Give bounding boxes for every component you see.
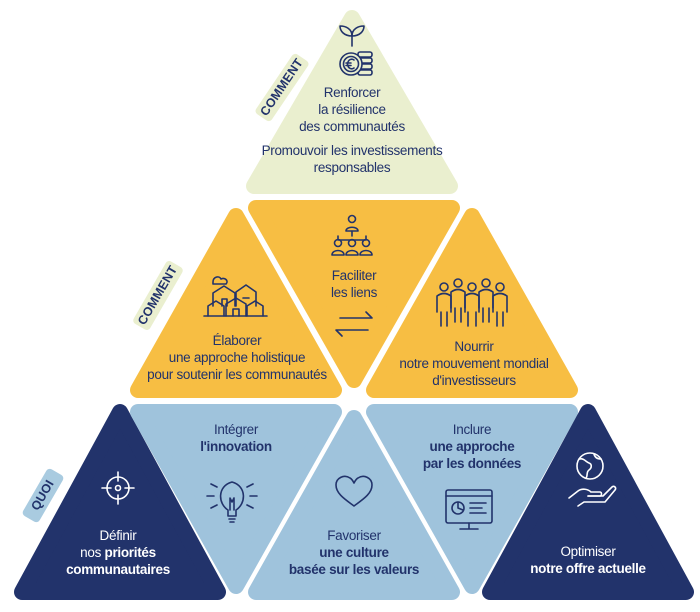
globe-hand-icon	[568, 452, 617, 507]
bottom-1-line1: Définir	[99, 528, 137, 543]
triangle-bottom-4	[366, 404, 578, 594]
bottom-1-line2b: priorités	[104, 545, 157, 560]
middle-right-line2: notre mouvement mondial	[399, 356, 549, 371]
bottom-5-line1: Optimiser	[560, 544, 616, 559]
middle-right-line1: Nourrir	[454, 339, 494, 354]
bottom-5-line2: notre offre actuelle	[530, 561, 646, 576]
triangle-top	[246, 10, 458, 194]
middle-left-line3: pour soutenir les communautés	[147, 367, 327, 382]
bottom-2-text: Intégrer l'innovation	[166, 421, 306, 455]
bottom-4-line2: une approche	[429, 439, 515, 454]
triangle-bottom-3	[248, 410, 460, 600]
middle-center-line2: les liens	[330, 285, 378, 300]
bottom-3-line1: Favoriser	[327, 528, 381, 543]
bottom-1-line3: communautaires	[66, 562, 170, 577]
bottom-5-text: Optimiser notre offre actuelle	[508, 543, 668, 577]
bottom-4-line1: Inclure	[452, 422, 492, 437]
network-people-icon	[331, 214, 373, 256]
triangle-bottom-1	[14, 404, 226, 600]
top-line5: responsables	[313, 160, 391, 175]
target-icon	[101, 471, 135, 505]
middle-left-line1: Élaborer	[212, 333, 262, 348]
bottom-2-line1: Intégrer	[213, 422, 259, 437]
exchange-arrows-icon	[335, 311, 373, 337]
top-line1: Renforcer	[323, 85, 381, 100]
bottom-1-line2: nos priorités	[40, 544, 196, 561]
triangle-middle-center	[248, 200, 460, 388]
top-text: Renforcer la résilience des communautés …	[252, 84, 452, 176]
bottom-1-text: Définir nos priorités communautaires	[40, 527, 196, 578]
heart-icon	[335, 475, 373, 507]
bottom-4-text: Inclure une approche par les données	[396, 421, 548, 472]
bottom-3-line2: une culture	[319, 545, 389, 560]
euro-plant-coins-icon	[339, 25, 373, 76]
middle-left-text: Élaborer une approche holistique pour so…	[132, 332, 342, 383]
bottom-4-line3: par les données	[422, 456, 522, 471]
triangle-bottom-2	[130, 404, 342, 594]
middle-right-text: Nourrir notre mouvement mondial d'invest…	[384, 338, 564, 389]
village-houses-icon	[203, 276, 268, 317]
bottom-3-text: Favoriser une culture basée sur les vale…	[274, 527, 434, 578]
lightbulb-icon	[206, 481, 258, 523]
top-line2: la résilience	[318, 102, 386, 117]
top-line3: des communautés	[299, 119, 405, 134]
middle-right-line3: d'investisseurs	[432, 373, 516, 388]
top-line4: Promouvoir les investissements	[261, 143, 443, 158]
triangle-middle-right	[366, 208, 578, 398]
bottom-1-line2a: nos	[80, 545, 105, 560]
middle-center-text: Faciliter les liens	[300, 267, 408, 301]
middle-center-line1: Faciliter	[331, 268, 377, 283]
bottom-2-line2: l'innovation	[200, 439, 272, 454]
data-dashboard-icon	[445, 489, 493, 530]
bottom-3-line3: basée sur les valeurs	[288, 562, 420, 577]
group-people-icon	[436, 278, 508, 327]
middle-left-line2: une approche holistique	[168, 350, 306, 365]
